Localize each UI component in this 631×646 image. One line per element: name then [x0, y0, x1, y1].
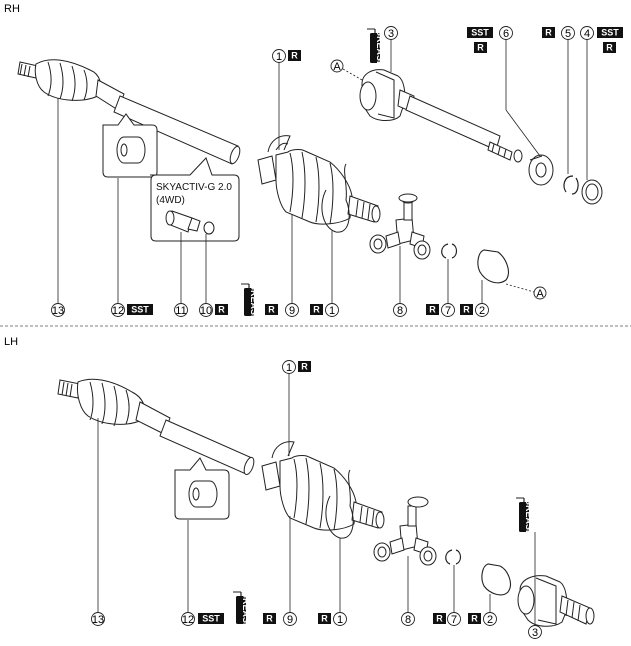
callout-10-rh: 10	[200, 305, 212, 317]
lh-part-7-clip	[445, 549, 462, 565]
svg-text:R: R	[321, 614, 328, 624]
callout-2-lh: 2	[487, 614, 493, 626]
rh-part-6-ring	[528, 154, 554, 186]
rh-part-8-tripod	[369, 193, 431, 260]
ref-a-top: A	[330, 59, 363, 81]
badge-r: R	[310, 304, 323, 315]
variant-note-line1: SKYACTIV-G 2.0	[156, 182, 232, 193]
svg-text:SST: SST	[202, 614, 220, 624]
svg-text:SST: SST	[601, 28, 619, 38]
svg-text:SST: SST	[131, 305, 149, 315]
rh-part-2-band	[477, 249, 509, 284]
rh-outer-joint-and-shaft	[17, 59, 241, 165]
lh-part-8-tripod	[373, 496, 437, 566]
ref-a-bottom: A	[505, 283, 547, 300]
svg-text:R: R	[266, 614, 273, 624]
svg-text:R: R	[477, 43, 484, 53]
svg-text:R: R	[218, 305, 225, 315]
callout-7-lh: 7	[451, 614, 457, 626]
svg-text:GREASE: GREASE	[241, 591, 251, 629]
callout-8-rh: 8	[397, 305, 403, 317]
badge-r: R	[603, 42, 616, 53]
callout-11-rh: 11	[175, 305, 186, 317]
svg-text:R: R	[436, 614, 443, 624]
callout-6-rh: 6	[503, 28, 509, 40]
badge-r: R	[298, 361, 311, 372]
badge-sst: SST	[198, 613, 224, 624]
callout-12-rh: 12	[112, 305, 124, 317]
lh-inner-boot	[261, 441, 385, 539]
callout-4-rh: 4	[584, 28, 590, 40]
grease-bottle-rh-3: GREASE	[367, 28, 385, 67]
svg-text:R: R	[429, 305, 436, 315]
badge-r: R	[542, 27, 555, 38]
badge-r: R	[263, 613, 276, 624]
svg-text:A: A	[333, 61, 341, 73]
svg-text:R: R	[545, 28, 552, 38]
svg-text:R: R	[463, 305, 470, 315]
badge-r: R	[474, 42, 487, 53]
svg-text:SST: SST	[471, 28, 489, 38]
rh-leader-lines	[57, 38, 588, 303]
rh-part-5-clip	[563, 175, 579, 195]
callout-7-rh: 7	[445, 305, 451, 317]
badge-r: R	[265, 304, 278, 315]
rh-part-7-clip	[441, 243, 458, 259]
badge-r: R	[215, 304, 228, 315]
svg-text:R: R	[313, 305, 320, 315]
badge-r: R	[426, 304, 439, 315]
badge-r: R	[468, 613, 481, 624]
lh-zoom-box-part-12	[174, 457, 230, 520]
badge-sst: SST	[467, 27, 493, 38]
grease-bottle-lh-9: GREASE	[233, 591, 251, 629]
callout-13-lh: 13	[92, 614, 104, 626]
lh-inner-joint-housing	[517, 575, 595, 627]
lh-part-2-band	[481, 563, 511, 596]
grease-bottle-rh-9: GREASE	[241, 283, 259, 321]
badge-r: R	[460, 304, 473, 315]
svg-text:R: R	[471, 614, 478, 624]
svg-text:A: A	[536, 288, 544, 300]
badge-sst: SST	[597, 27, 623, 38]
svg-text:R: R	[291, 51, 298, 61]
callout-1-lh-bottom: 1	[337, 614, 343, 626]
callout-1-rh-bottom: 1	[329, 305, 335, 317]
section-label-rh: RH	[4, 3, 20, 15]
rh-inner-boot	[257, 135, 381, 233]
callout-3-rh: 3	[388, 28, 394, 40]
callout-9-lh: 9	[287, 614, 293, 626]
badge-r: R	[288, 50, 301, 61]
svg-text:GREASE: GREASE	[524, 498, 534, 536]
callout-13-rh: 13	[52, 305, 64, 317]
callout-8-lh: 8	[405, 614, 411, 626]
section-label-lh: LH	[4, 336, 18, 348]
callout-1-rh-top: 1	[276, 51, 282, 63]
lh-outer-joint-and-shaft	[57, 378, 255, 476]
badge-r: R	[433, 613, 446, 624]
lh-leader-lines	[97, 373, 536, 625]
callout-12-lh: 12	[182, 614, 194, 626]
variant-note-line2: (4WD)	[156, 195, 185, 206]
badge-sst: SST	[127, 304, 153, 315]
callout-5-rh: 5	[565, 28, 571, 40]
badge-r: R	[318, 613, 331, 624]
rh-zoom-box-part-12	[102, 113, 158, 178]
rh-zoom-box-skyactiv: SKYACTIV-G 2.0 (4WD)	[150, 157, 240, 242]
rh-inner-joint-housing	[359, 69, 523, 163]
svg-text:GREASE: GREASE	[249, 283, 259, 321]
grease-label: GREASE	[375, 29, 385, 67]
svg-text:R: R	[606, 43, 613, 53]
svg-text:R: R	[301, 362, 308, 372]
callout-2-rh: 2	[479, 305, 485, 317]
callout-9-rh: 9	[289, 305, 295, 317]
grease-bottle-lh-3: GREASE	[516, 497, 534, 536]
svg-text:R: R	[268, 305, 275, 315]
callout-3-lh: 3	[532, 627, 538, 639]
rh-part-4-seal	[581, 179, 603, 205]
callout-1-lh-top: 1	[286, 362, 292, 374]
